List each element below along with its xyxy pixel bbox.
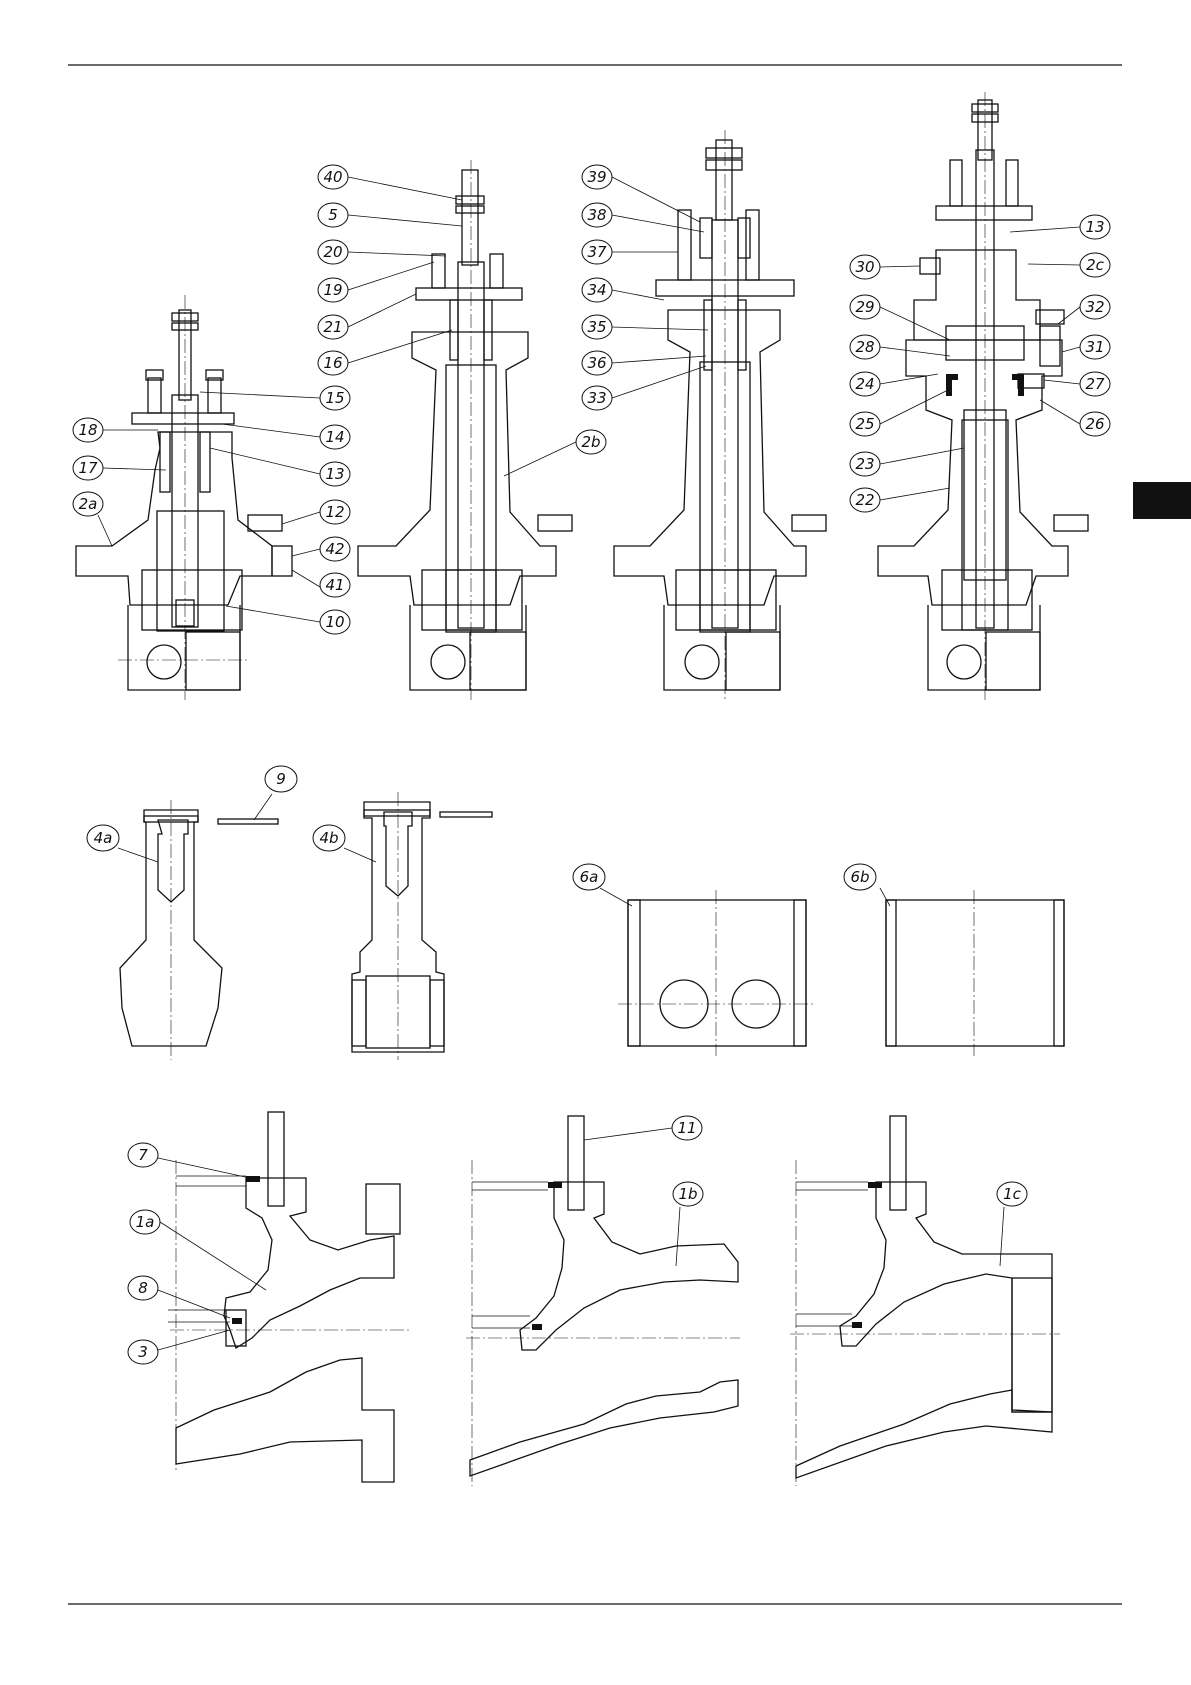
callout-39: 39 — [587, 168, 606, 186]
callout-14: 14 — [325, 428, 344, 446]
callouts-2a: 18 17 2a 15 14 13 12 42 41 10 — [73, 386, 350, 634]
callout-10: 10 — [325, 613, 344, 631]
callout-1b: 1b — [678, 1185, 697, 1203]
cage-6a — [618, 890, 816, 1056]
callout-11: 11 — [677, 1119, 696, 1137]
callout-2c: 2c — [1086, 256, 1105, 274]
callout-32: 32 — [1085, 298, 1104, 316]
plug-4b — [352, 792, 492, 1060]
callout-18: 18 — [78, 421, 97, 439]
callout-16: 16 — [323, 354, 342, 372]
valve-assembly-2c — [614, 130, 826, 700]
plug-4a — [120, 800, 278, 1060]
callout-2a: 2a — [79, 495, 98, 513]
callout-26: 26 — [1085, 415, 1104, 433]
callout-41: 41 — [325, 576, 344, 594]
callout-1c: 1c — [1003, 1185, 1022, 1203]
callouts-2d: 13 2c 30 29 32 28 31 24 27 25 26 23 22 — [850, 215, 1110, 512]
callout-25: 25 — [855, 415, 874, 433]
callout-30: 30 — [855, 258, 874, 276]
callout-28: 28 — [855, 338, 874, 356]
callout-34: 34 — [587, 281, 606, 299]
callout-24: 24 — [855, 375, 874, 393]
callout-38: 38 — [587, 206, 606, 224]
callout-35: 35 — [587, 318, 606, 336]
callout-6b: 6b — [850, 868, 869, 886]
body-1a — [168, 1112, 410, 1482]
callout-1a: 1a — [136, 1213, 155, 1231]
callout-6a: 6a — [580, 868, 599, 886]
callout-23: 23 — [855, 455, 874, 473]
page-tab — [1133, 482, 1191, 519]
body-1c — [790, 1116, 1060, 1486]
callout-21: 21 — [323, 318, 342, 336]
callout-29: 29 — [855, 298, 874, 316]
callout-5: 5 — [328, 206, 338, 224]
callout-8: 8 — [138, 1279, 148, 1297]
callout-7: 7 — [138, 1146, 148, 1164]
callout-22: 22 — [855, 491, 874, 509]
callout-20: 20 — [323, 243, 342, 261]
body-1b — [466, 1116, 740, 1486]
valve-assembly-2d — [878, 92, 1088, 700]
cage-6b — [886, 890, 1064, 1056]
valve-assembly-2b — [358, 160, 572, 700]
callout-15: 15 — [325, 389, 344, 407]
callout-27: 27 — [1085, 375, 1105, 393]
callout-42: 42 — [325, 540, 344, 558]
callout-13-bellows: 13 — [1085, 218, 1104, 236]
callout-4a: 4a — [94, 829, 113, 847]
callout-17: 17 — [78, 459, 98, 477]
callout-2b: 2b — [581, 433, 600, 451]
callout-40: 40 — [323, 168, 342, 186]
callout-12: 12 — [325, 503, 344, 521]
callout-37: 37 — [587, 243, 607, 261]
callout-13: 13 — [325, 465, 344, 483]
callout-19: 19 — [323, 281, 342, 299]
valve-assembly-2a — [76, 295, 292, 700]
callout-31: 31 — [1085, 338, 1104, 356]
callout-4b: 4b — [319, 829, 338, 847]
callout-3: 3 — [138, 1343, 148, 1361]
callout-36: 36 — [587, 354, 606, 372]
callouts-plugs: 4a 9 4b — [87, 766, 376, 862]
callout-33: 33 — [587, 389, 606, 407]
callout-9: 9 — [276, 770, 286, 788]
